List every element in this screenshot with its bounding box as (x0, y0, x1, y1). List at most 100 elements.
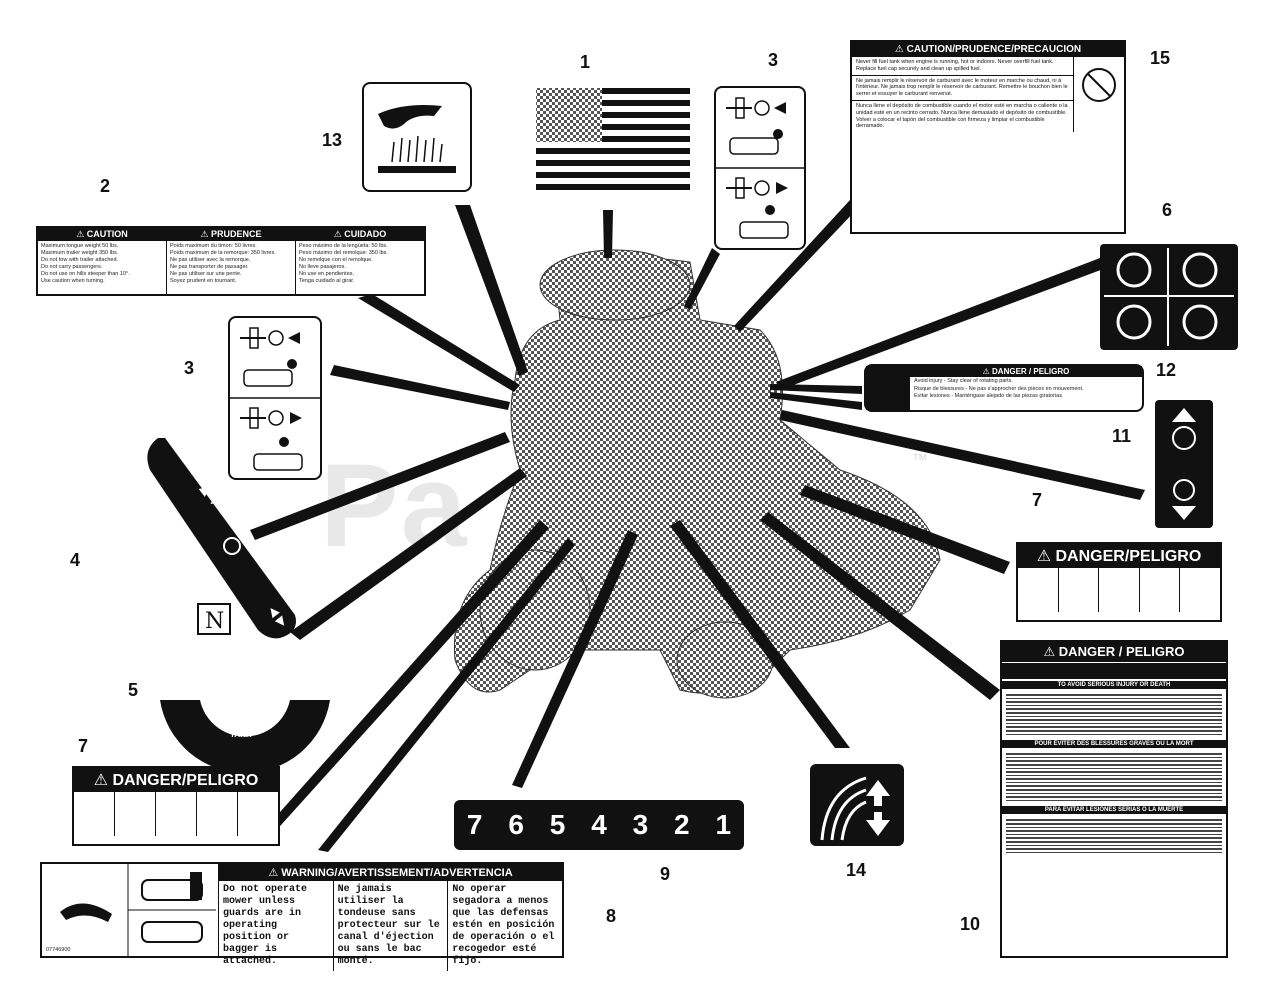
gear-4: 4 (591, 809, 607, 840)
fuel-left-tank-label: TAN K (292, 678, 308, 696)
cuidado-text: Peso máximo de la lengüeta: 50 lbs. Peso… (299, 243, 388, 284)
fuel-caution-en: Never fill fuel tank when engine is runn… (856, 59, 1054, 72)
svg-text:N: N (205, 609, 224, 634)
danger-instructions-decal: ⚠ DANGER / PELIGRO TO AVOID SERIOUS INJU… (1000, 640, 1228, 958)
bystander-icon (1099, 568, 1140, 612)
discharge-guard-icon (60, 864, 216, 956)
drive-direction-decal (1100, 244, 1238, 350)
callout-1: 1 (580, 52, 591, 72)
cuidado-column: ⚠ CUIDADO Peso máximo de la lengüeta: 50… (296, 228, 424, 294)
callout-5: 5 (128, 680, 139, 700)
danger-decal-right: ⚠ DANGER/PELIGRO (1016, 542, 1222, 622)
thrown-object-icon (1018, 568, 1059, 612)
caution-column: ⚠ CAUTION Maximum tongue weight 50 lbs. … (38, 228, 167, 294)
caution-header-text: CAUTION (86, 229, 128, 239)
blade-icon (197, 792, 238, 836)
danger-decal-left: ⚠ DANGER/PELIGRO (72, 766, 280, 846)
danger-header-text-left: DANGER/PELIGRO (112, 772, 259, 789)
gear-2: 2 (674, 809, 690, 840)
hot-surface-decal (362, 82, 472, 192)
caution-text: Maximum tongue weight 50 lbs. Maximum tr… (41, 243, 130, 284)
prudence-header-text: PRUDENCE (211, 229, 262, 239)
rotating-parts-decal: ⚠ DANGER / PELIGRO Avoid injury - Stay c… (864, 364, 1144, 412)
thrown-object-icon (74, 792, 115, 836)
danger-section-en: TO AVOID SERIOUS INJURY OR DEATH (1002, 681, 1226, 689)
rotating-parts-header-text: DANGER / PELIGRO (992, 367, 1070, 376)
leader-lines (250, 200, 1145, 852)
danger-section-es: PARA EVITAR LESIONES SERIAS O LA MUERTE (1002, 806, 1226, 815)
fuel-caution-es: Nunca llene el depósito de combustible c… (856, 102, 1068, 130)
gear-6: 6 (508, 809, 524, 840)
neutral-decal: N (197, 603, 231, 635)
hot-surface-icon (378, 105, 456, 173)
fuel-off-label: OFF (176, 666, 192, 675)
callout-11: 11 (1112, 426, 1132, 446)
caution-decal: ⚠ CAUTION Maximum tongue weight 50 lbs. … (36, 226, 426, 296)
gear-3: 3 (632, 809, 649, 840)
no-smoking-icon (1074, 57, 1124, 132)
fuel-tank-label: TANK (230, 730, 252, 739)
fuel-caution-texts: Never fill fuel tank when engine is runn… (852, 57, 1074, 133)
fuel-caution-decal: ⚠ CAUTION/PRUDENCE/PRECAUCION Never fill… (850, 40, 1126, 234)
flag-decal (536, 88, 690, 190)
warning-decal: 07746900 ⚠ WARNING/AVERTISSEMENT/ADVERTE… (40, 862, 564, 971)
danger-instructions-header-text: DANGER / PELIGRO (1058, 644, 1185, 659)
prudence-header: ⚠ PRUDENCE (167, 228, 295, 241)
manual-icon (238, 792, 278, 836)
prudence-column: ⚠ PRUDENCE Poids maximum du timon: 50 li… (167, 228, 296, 294)
blade-engage-decal-left (228, 316, 322, 480)
caution-header: ⚠ CAUTION (38, 228, 166, 241)
manual-icon (1180, 568, 1220, 612)
mower-illustration (453, 249, 941, 699)
discharge-icon-panel: 07746900 (42, 864, 219, 956)
rotating-parts-header: ⚠ DANGER / PELIGRO (910, 366, 1142, 377)
callout-8: 8 (606, 906, 617, 926)
entanglement-icon (866, 366, 910, 410)
danger-section-fr: POUR ÉVITER DES BLESSURES GRAVES OU LA M… (1002, 740, 1226, 749)
prudence-text: Poids maximum du timon: 50 livres. Poids… (170, 243, 276, 284)
mower-operator-icon (230, 327, 320, 471)
warning-part-number: 07746900 (46, 947, 71, 953)
callout-9: 9 (660, 864, 671, 884)
fuel-left-label: LEFT (290, 666, 310, 675)
callout-4: 4 (70, 550, 81, 570)
callout-7-left: 7 (78, 736, 89, 756)
watermark-trademark: ™ (912, 452, 928, 469)
throttle-decal (1155, 400, 1213, 528)
warning-header-text: WARNING/AVERTISSEMENT/ADVERTENCIA (281, 867, 513, 879)
hazard-icons-strip (1002, 663, 1226, 679)
rotating-parts-fr: Risque de blessures - Ne pas s'approcher… (914, 386, 1084, 392)
warning-header: ⚠ WARNING/AVERTISSEMENT/ADVERTENCIA (219, 864, 562, 881)
danger-header-left: ⚠ DANGER/PELIGRO (74, 768, 278, 792)
callout-6: 6 (1162, 200, 1173, 220)
run-over-icon (1059, 568, 1100, 612)
callout-10: 10 (960, 914, 981, 934)
rotating-parts-es: Evitar lesiones - Manténgase alejado de … (914, 393, 1064, 399)
callout-14: 14 (846, 860, 867, 880)
fuel-caution-header-text: CAUTION/PRUDENCE/PRECAUCION (906, 44, 1082, 55)
no-flame-icon (1082, 68, 1116, 102)
height-adjust-decal (810, 764, 904, 846)
callout-15: 15 (1150, 48, 1171, 68)
gear-7: 7 (466, 809, 483, 840)
fuel-caution-fr: Ne jamais remplir le réservoir de carbur… (856, 77, 1068, 98)
mower-operator-icon (716, 97, 804, 239)
gear-1: 1 (715, 809, 732, 840)
warning-es: No operar segadora a menos que las defen… (452, 884, 555, 967)
gear-selector-decal: 7 6 5 4 3 2 1 (454, 800, 744, 850)
callout-12: 12 (1156, 360, 1177, 380)
fuel-caution-header: ⚠ CAUTION/PRUDENCE/PRECAUCION (852, 42, 1124, 57)
cuidado-header: ⚠ CUIDADO (296, 228, 424, 241)
warning-fr: Ne jamais utiliser la tondeuse sans prot… (334, 881, 449, 971)
warning-en: Do not operate mower unless guards are i… (219, 881, 334, 971)
run-over-icon (115, 792, 156, 836)
danger-header-right: ⚠ DANGER/PELIGRO (1018, 544, 1220, 568)
blade-engage-decal-top (714, 86, 806, 250)
gear-5: 5 (549, 809, 566, 840)
callout-3-top: 3 (768, 50, 779, 70)
callout-3-left: 3 (184, 358, 195, 378)
callout-7-right: 7 (1032, 490, 1043, 510)
fuel-right-label: RIGHT (228, 718, 253, 727)
cuidado-header-text: CUIDADO (344, 229, 387, 239)
